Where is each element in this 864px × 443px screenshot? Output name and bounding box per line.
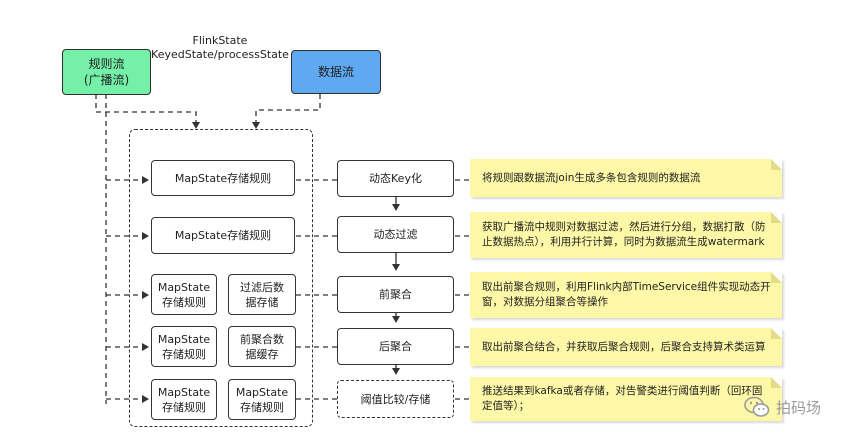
data-stream-node[interactable]: 数据流 <box>291 50 381 94</box>
note-dynamic-key: 将规则跟数据流join生成多条包含规则的数据流 <box>470 159 782 197</box>
note-text: 取出前聚合结合，并获取后聚合规则，后聚合支持算术类运算 <box>482 340 766 353</box>
state-box-mapstate-rules[interactable]: MapState存储规则 <box>151 160 295 196</box>
state-box-mapstate-rules[interactable]: MapState存储规则 <box>151 217 295 254</box>
step-post-aggregation[interactable]: 后聚合 <box>337 328 454 365</box>
wechat-icon <box>744 396 770 417</box>
state-box-mapstate-rules[interactable]: MapState 存储规则 <box>151 379 217 420</box>
state-box-filtered-data[interactable]: 过滤后数 据存储 <box>228 274 296 315</box>
note-pre-aggregation: 取出前聚合规则，利用Flink内部TimeService组件实现动态开窗，对数据… <box>470 272 782 318</box>
state-box-pre-agg-cache[interactable]: 前聚合数 据缓存 <box>228 326 296 367</box>
note-text: 取出前聚合规则，利用Flink内部TimeService组件实现动态开窗，对数据… <box>482 281 771 308</box>
watermark-text: 拍码场 <box>776 398 822 417</box>
flink-state-label: FlinkState KeyedState/processState <box>151 34 289 61</box>
note-text: 将规则跟数据流join生成多条包含规则的数据流 <box>482 171 701 184</box>
operator-state-container <box>129 129 313 427</box>
watermark: 拍码场 <box>744 396 821 418</box>
step-pre-aggregation[interactable]: 前聚合 <box>337 276 454 313</box>
state-box-mapstate-rules[interactable]: MapState 存储规则 <box>151 274 217 315</box>
note-dynamic-filter: 获取广播流中规则对数据过滤，然后进行分组，数据打散（防止数据热点），利用并行计算… <box>470 212 782 258</box>
note-post-aggregation: 取出前聚合结合，并获取后聚合规则，后聚合支持算术类运算 <box>470 328 782 366</box>
step-dynamic-key[interactable]: 动态Key化 <box>337 160 454 197</box>
state-box-mapstate-rules[interactable]: MapState 存储规则 <box>151 326 217 367</box>
step-threshold-store[interactable]: 阈值比较/存储 <box>337 380 454 418</box>
step-dynamic-filter[interactable]: 动态过滤 <box>337 216 454 253</box>
rule-stream-node[interactable]: 规则流 (广播流) <box>62 49 151 95</box>
note-text: 推送结果到kafka或者存储，对告警类进行阈值判断（回环固定值等）； <box>482 385 763 412</box>
note-text: 获取广播流中规则对数据过滤，然后进行分组，数据打散（防止数据热点），利用并行计算… <box>482 221 766 248</box>
state-box-mapstate-rules[interactable]: MapState 存储规则 <box>228 379 296 420</box>
note-threshold-store: 推送结果到kafka或者存储，对告警类进行阈值判断（回环固定值等）； <box>470 377 782 421</box>
